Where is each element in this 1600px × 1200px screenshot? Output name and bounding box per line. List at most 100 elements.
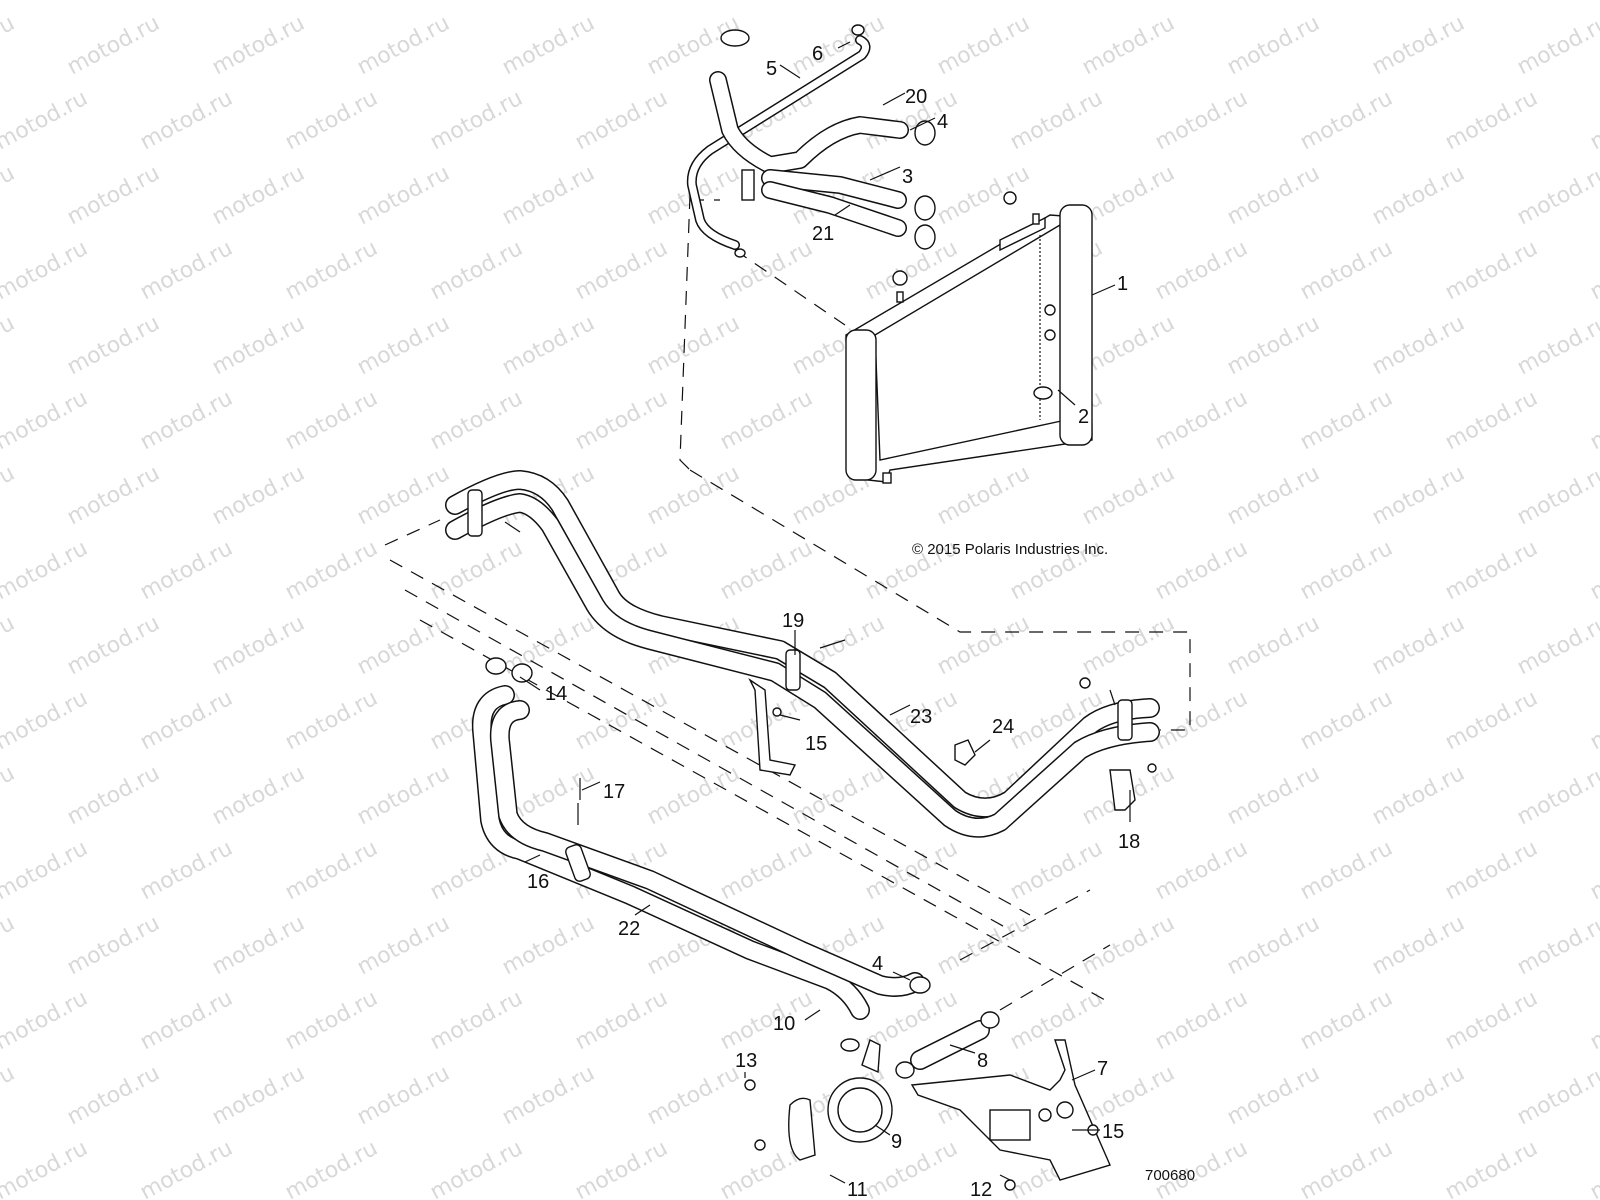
watermark-text: motod.ru	[426, 86, 527, 155]
watermark-text: motod.ru	[63, 611, 164, 680]
watermark-text: motod.ru	[1441, 836, 1542, 905]
watermark-text: motod.ru	[63, 161, 164, 230]
callout-1: 1	[1117, 273, 1128, 295]
callout-22: 22	[618, 918, 640, 940]
watermark-text: motod.ru	[1223, 11, 1324, 80]
watermark-text: motod.ru	[498, 911, 599, 980]
watermark-text: motod.ru	[0, 836, 92, 905]
watermark-text: motod.ru	[643, 1061, 744, 1130]
watermark-text: motod.ru	[281, 0, 382, 5]
watermark-text: motod.ru	[1513, 11, 1600, 80]
watermark-text: motod.ru	[1513, 911, 1600, 980]
watermark-text: motod.ru	[1368, 311, 1469, 380]
watermark-text: motod.ru	[0, 761, 19, 830]
watermark-text: motod.ru	[1151, 236, 1252, 305]
callout-2: 2	[1078, 406, 1089, 428]
callout-12: 12	[970, 1179, 992, 1200]
watermark-text: motod.ru	[1586, 236, 1600, 305]
watermark-text: motod.ru	[353, 11, 454, 80]
copyright-text: © 2015 Polaris Industries Inc.	[912, 541, 1108, 558]
watermark-text: motod.ru	[1223, 761, 1324, 830]
watermark-text: motod.ru	[933, 161, 1034, 230]
callout-7: 7	[1097, 1058, 1108, 1080]
watermark-text: motod.ru	[1078, 11, 1179, 80]
watermark-text: motod.ru	[1006, 836, 1107, 905]
watermark-text: motod.ru	[1513, 461, 1600, 530]
callout-23: 23	[910, 706, 932, 728]
watermark-text: motod.ru	[426, 0, 527, 5]
watermark-text: motod.ru	[1586, 686, 1600, 755]
watermark-text: motod.ru	[208, 761, 309, 830]
watermark-text: motod.ru	[353, 761, 454, 830]
watermark-text: motod.ru	[1513, 1061, 1600, 1130]
watermark-text: motod.ru	[1513, 611, 1600, 680]
watermark-text: motod.ru	[716, 536, 817, 605]
watermark-text: motod.ru	[1586, 386, 1600, 455]
watermark-text: motod.ru	[281, 236, 382, 305]
watermark-text: motod.ru	[63, 911, 164, 980]
watermark-text: motod.ru	[1223, 161, 1324, 230]
watermark-text: motod.ru	[281, 686, 382, 755]
figure-number: 700680	[1145, 1167, 1195, 1184]
watermark-text: motod.ru	[0, 11, 19, 80]
watermark-text: motod.ru	[1151, 836, 1252, 905]
watermark-text: motod.ru	[1368, 611, 1469, 680]
watermark-text: motod.ru	[1006, 86, 1107, 155]
watermark-text: motod.ru	[1223, 611, 1324, 680]
watermark-text: motod.ru	[136, 986, 237, 1055]
watermark-text: motod.ru	[0, 236, 92, 305]
watermark-text: motod.ru	[63, 11, 164, 80]
watermark-text: motod.ru	[426, 536, 527, 605]
callout-4-bottom: 4	[872, 953, 883, 975]
watermark-text: motod.ru	[933, 461, 1034, 530]
watermark-text: motod.ru	[1151, 86, 1252, 155]
watermark-text: motod.ru	[1368, 761, 1469, 830]
watermark-text: motod.ru	[136, 236, 237, 305]
radiator	[845, 191, 1093, 484]
watermark-text: motod.ru	[1223, 1061, 1324, 1130]
watermark-text: motod.ru	[1441, 0, 1542, 5]
watermark-text: motod.ru	[136, 836, 237, 905]
watermark-text: motod.ru	[1441, 86, 1542, 155]
callout-19: 19	[782, 610, 804, 632]
watermark-text: motod.ru	[0, 461, 19, 530]
watermark-text: motod.ru	[353, 161, 454, 230]
watermark-text: motod.ru	[426, 986, 527, 1055]
watermark-text: motod.ru	[353, 611, 454, 680]
fasteners	[579, 677, 1157, 800]
watermark-text: motod.ru	[498, 1061, 599, 1130]
callout-4-top: 4	[937, 111, 948, 133]
watermark-text: motod.ru	[571, 986, 672, 1055]
watermark-text: motod.ru	[136, 386, 237, 455]
callout-17: 17	[603, 781, 625, 803]
watermark-text: motod.ru	[281, 86, 382, 155]
callout-8: 8	[977, 1050, 988, 1072]
watermark-text: motod.ru	[861, 836, 962, 905]
upper-hoses	[686, 24, 936, 258]
watermark-text: motod.ru	[861, 1136, 962, 1200]
watermark-text: motod.ru	[933, 911, 1034, 980]
watermark-text: motod.ru	[1586, 536, 1600, 605]
watermark-text: motod.ru	[861, 0, 962, 5]
watermark-text: motod.ru	[353, 1061, 454, 1130]
watermark-text: motod.ru	[63, 311, 164, 380]
callout-3: 3	[902, 166, 913, 188]
callout-6: 6	[812, 43, 823, 65]
watermark-text: motod.ru	[0, 1136, 92, 1200]
watermark-text: motod.ru	[208, 911, 309, 980]
watermark-text: motod.ru	[1078, 461, 1179, 530]
watermark-text: motod.ru	[0, 686, 92, 755]
watermark-text: motod.ru	[571, 86, 672, 155]
watermark-text: motod.ru	[1296, 536, 1397, 605]
watermark-text: motod.ru	[933, 611, 1034, 680]
watermark-text: motod.ru	[1513, 761, 1600, 830]
watermark-text: motod.ru	[136, 536, 237, 605]
watermark-text: motod.ru	[1151, 536, 1252, 605]
watermark-text: motod.ru	[0, 386, 92, 455]
watermark-text: motod.ru	[571, 1136, 672, 1200]
watermark-text: motod.ru	[1368, 461, 1469, 530]
callout-15-lower: 15	[1102, 1121, 1124, 1143]
watermark-text: motod.ru	[571, 386, 672, 455]
callout-21: 21	[812, 223, 834, 245]
